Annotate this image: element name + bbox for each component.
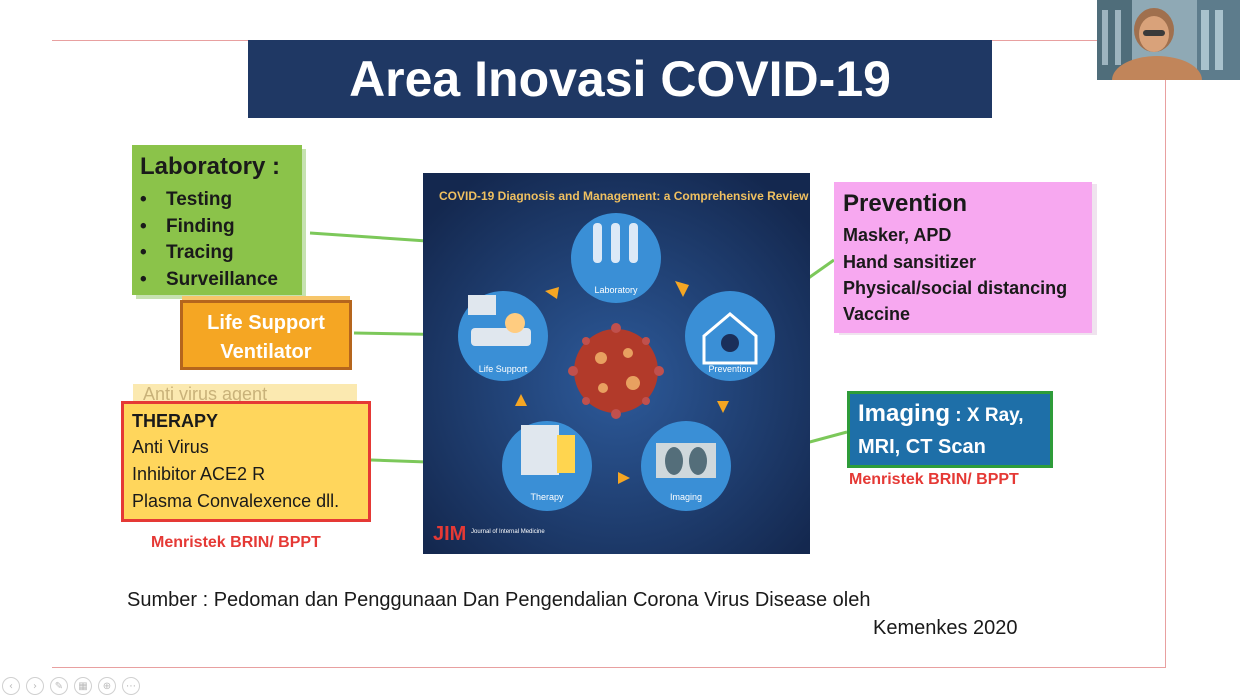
pen-icon[interactable]: ✎ bbox=[50, 677, 68, 695]
slide-title-bar: Area Inovasi COVID-19 bbox=[248, 40, 992, 118]
source-citation: Sumber : Pedoman dan Penggunaan Dan Peng… bbox=[127, 589, 871, 611]
svg-text:Life Support: Life Support bbox=[479, 364, 528, 374]
more-icon[interactable]: ⋯ bbox=[122, 677, 140, 695]
presenter-webcam[interactable] bbox=[1097, 0, 1240, 80]
laboratory-circle: Laboratory bbox=[571, 213, 661, 303]
cycle-arrows bbox=[515, 281, 729, 484]
prev-slide-icon[interactable]: ‹ bbox=[2, 677, 20, 695]
prevention-line: Vaccine bbox=[843, 304, 911, 324]
life-support-circle: Life Support bbox=[458, 291, 548, 381]
laboratory-list: •Testing •Finding •Tracing •Surveillance bbox=[140, 187, 278, 293]
life-support-text: Life Support Ventilator bbox=[207, 312, 325, 363]
prevention-box: Prevention Masker, APD Hand sansitizer P… bbox=[834, 182, 1092, 333]
next-slide-icon[interactable]: › bbox=[26, 677, 44, 695]
slides-grid-icon[interactable]: ▦ bbox=[74, 677, 92, 695]
coronavirus-icon bbox=[568, 323, 664, 419]
source-citation-publisher: Kemenkes 2020 bbox=[873, 617, 1018, 639]
svg-text:Laboratory: Laboratory bbox=[594, 285, 638, 295]
therapy-line: Anti Virus bbox=[132, 437, 209, 457]
imaging-circle: Imaging bbox=[641, 421, 731, 511]
journal-name: Journal of Internal Medicine bbox=[471, 529, 545, 535]
presenter-video bbox=[1097, 0, 1240, 80]
list-item: •Surveillance bbox=[140, 268, 278, 290]
therapy-line: Inhibitor ACE2 R bbox=[132, 464, 266, 484]
therapy-box: THERAPY Anti Virus Inhibitor ACE2 R Plas… bbox=[121, 401, 371, 522]
svg-text:Therapy: Therapy bbox=[530, 492, 564, 502]
imaging-line-2: MRI, CT Scan bbox=[858, 436, 986, 458]
therapy-line: Plasma Convalexence dll. bbox=[132, 491, 340, 511]
prevention-title: Prevention bbox=[843, 190, 968, 217]
slide-title: Area Inovasi COVID-19 bbox=[349, 51, 891, 107]
imaging-credit: Menristek BRIN/ BPPT bbox=[849, 471, 1019, 488]
list-item: •Finding bbox=[140, 215, 235, 237]
slide-frame-right bbox=[1165, 80, 1166, 668]
life-support-box: Life Support Ventilator bbox=[180, 300, 352, 370]
zoom-icon[interactable]: ⊕ bbox=[98, 677, 116, 695]
prevention-line: Hand sansitizer bbox=[843, 252, 977, 272]
svg-text:Imaging: Imaging bbox=[670, 492, 702, 502]
covid-review-graphic: COVID-19 Diagnosis and Management: a Com… bbox=[423, 173, 810, 554]
slide-frame-bottom bbox=[52, 667, 1166, 668]
therapy-credit: Menristek BRIN/ BPPT bbox=[151, 534, 321, 551]
list-item: •Tracing bbox=[140, 242, 234, 263]
imaging-line-1: Imaging : X Ray, bbox=[858, 400, 1024, 427]
prevention-circle: Prevention bbox=[685, 291, 775, 381]
laboratory-box: Laboratory : •Testing •Finding •Tracing … bbox=[132, 145, 302, 295]
image-header: COVID-19 Diagnosis and Management: a Com… bbox=[439, 189, 809, 203]
imaging-box: Imaging : X Ray, MRI, CT Scan bbox=[847, 391, 1053, 468]
laboratory-title: Laboratory : bbox=[140, 153, 281, 180]
jim-logo: JIM bbox=[433, 523, 466, 545]
list-item: •Testing bbox=[140, 189, 233, 210]
covid-review-image: COVID-19 Diagnosis and Management: a Com… bbox=[423, 173, 810, 554]
slideshow-toolbar: ‹ › ✎ ▦ ⊕ ⋯ bbox=[2, 677, 140, 695]
therapy-title: THERAPY bbox=[132, 411, 219, 431]
prevention-line: Physical/social distancing bbox=[843, 278, 1068, 298]
svg-text:Prevention: Prevention bbox=[708, 364, 751, 374]
therapy-circle: Therapy bbox=[502, 421, 592, 511]
prevention-line: Masker, APD bbox=[843, 225, 952, 245]
